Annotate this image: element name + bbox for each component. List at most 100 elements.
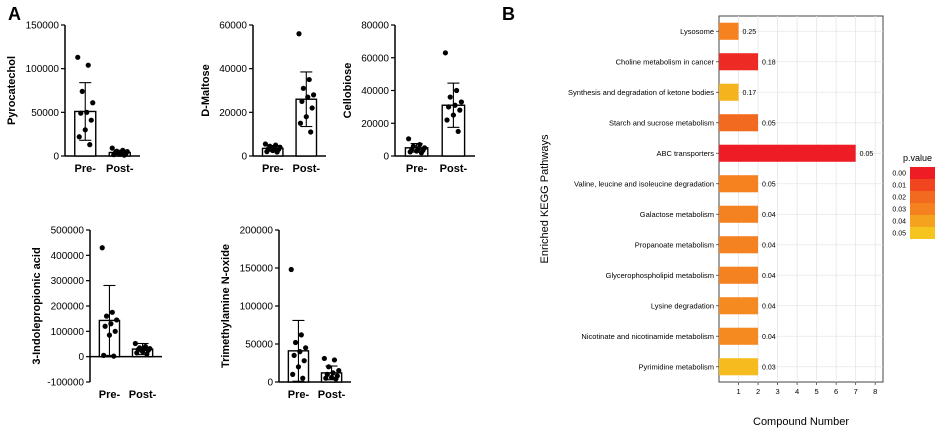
- pathway-label: Choline metabolism in cancer: [616, 57, 715, 66]
- data-point: [144, 351, 150, 357]
- data-point: [290, 371, 296, 377]
- x-tick-label: 3: [775, 387, 779, 396]
- legend-label: 0.00: [892, 171, 906, 178]
- data-point: [108, 321, 114, 327]
- legend-swatch: [910, 215, 935, 227]
- data-point: [288, 266, 294, 273]
- y-tick-label: -100000: [47, 378, 84, 389]
- x-tick-label: 6: [834, 387, 838, 396]
- data-point: [298, 332, 304, 338]
- data-point: [99, 245, 105, 251]
- data-point: [101, 352, 107, 358]
- pathway-label: Glycerophospholipid metabolism: [606, 271, 714, 280]
- data-point: [442, 50, 448, 56]
- data-point: [134, 350, 140, 356]
- data-point: [446, 104, 452, 110]
- bar-value-label: 0.05: [762, 120, 776, 127]
- y-tick-label: 200000: [51, 302, 85, 313]
- data-point: [88, 117, 94, 123]
- data-point: [264, 149, 270, 155]
- legend-title: p.value: [903, 153, 932, 163]
- x-tick-label: Pre-: [262, 163, 284, 175]
- data-point: [78, 110, 84, 116]
- y-tick-label: 0: [241, 152, 247, 163]
- data-point: [296, 31, 302, 37]
- y-tick-label: 200000: [240, 226, 274, 237]
- data-point: [407, 149, 413, 155]
- legend-label: 0.04: [892, 219, 906, 226]
- x-tick-label: Post-: [106, 163, 134, 175]
- y-axis-label: Cellobiose: [342, 63, 354, 119]
- data-point: [303, 114, 309, 120]
- legend-swatch: [910, 227, 935, 239]
- data-point: [457, 107, 463, 113]
- x-tick-label: Post-: [318, 389, 346, 401]
- panel-letter-b: B: [502, 4, 515, 24]
- y-tick-label: 500000: [51, 226, 85, 237]
- y-tick-label: 60000: [219, 21, 247, 32]
- pathway-label: Nicotinate and nicotinamide metabolism: [581, 332, 714, 341]
- data-point: [418, 150, 424, 156]
- data-point: [299, 98, 305, 105]
- data-point: [82, 127, 88, 133]
- legend-label: 0.05: [892, 231, 906, 238]
- y-tick-label: 50000: [245, 340, 273, 351]
- data-point: [85, 62, 91, 68]
- pathway-label: Synthesis and degradation of ketone bodi…: [568, 88, 714, 97]
- y-tick-label: 20000: [219, 108, 247, 119]
- x-tick-label: Pre-: [99, 389, 121, 401]
- pathway-label: Propanoate metabolism: [635, 240, 714, 249]
- plot-frame: [718, 15, 884, 383]
- y-tick-label: 0: [78, 352, 84, 363]
- pathway-label: Starch and sucrose metabolism: [609, 118, 714, 127]
- data-point: [308, 129, 314, 135]
- data-point: [406, 136, 412, 142]
- data-point: [300, 85, 306, 91]
- data-point: [114, 317, 120, 323]
- bar-value-label: 0.04: [762, 334, 776, 341]
- y-axis-label: Pyrocatechol: [6, 56, 18, 125]
- data-point: [262, 141, 269, 147]
- data-point: [417, 141, 423, 148]
- y-tick-label: 40000: [361, 86, 389, 97]
- x-tick-label: 4: [795, 387, 799, 396]
- y-tick-label: 150000: [26, 21, 60, 32]
- bar-value-label: 0.18: [762, 59, 776, 66]
- pathway-bar: [719, 205, 759, 223]
- legend-swatch: [910, 203, 935, 215]
- pathway-label: Lysine degradation: [651, 301, 714, 310]
- bar-value-label: 0.04: [762, 242, 776, 249]
- data-point: [102, 323, 108, 329]
- x-tick-label: 8: [873, 387, 877, 396]
- pathway-bar: [719, 327, 759, 345]
- data-point: [112, 328, 118, 334]
- data-point: [414, 148, 420, 154]
- data-point: [297, 120, 304, 126]
- data-point: [84, 109, 90, 115]
- x-tick-label: Pre-: [406, 163, 428, 175]
- pathway-bar: [719, 83, 739, 101]
- bar-value-label: 0.25: [743, 29, 757, 36]
- data-point: [121, 152, 127, 158]
- data-point: [274, 149, 280, 155]
- pathway-bar: [719, 175, 759, 193]
- x-tick-label: 5: [815, 387, 819, 396]
- bar-value-label: 0.04: [762, 273, 776, 280]
- data-point: [309, 105, 315, 111]
- x-tick-label: 1: [736, 387, 740, 396]
- data-point: [109, 309, 115, 315]
- legend-swatch: [910, 191, 935, 203]
- data-point: [303, 345, 309, 351]
- y-axis-label: 3-Indolepropionic acid: [31, 247, 43, 364]
- pathway-bar: [719, 22, 739, 40]
- legend-label: 0.01: [892, 183, 906, 190]
- x-tick-label: Pre-: [75, 163, 97, 175]
- x-tick-label: Post-: [293, 163, 321, 175]
- data-point: [109, 145, 115, 151]
- data-point: [333, 376, 339, 382]
- y-tick-label: 0: [267, 378, 273, 389]
